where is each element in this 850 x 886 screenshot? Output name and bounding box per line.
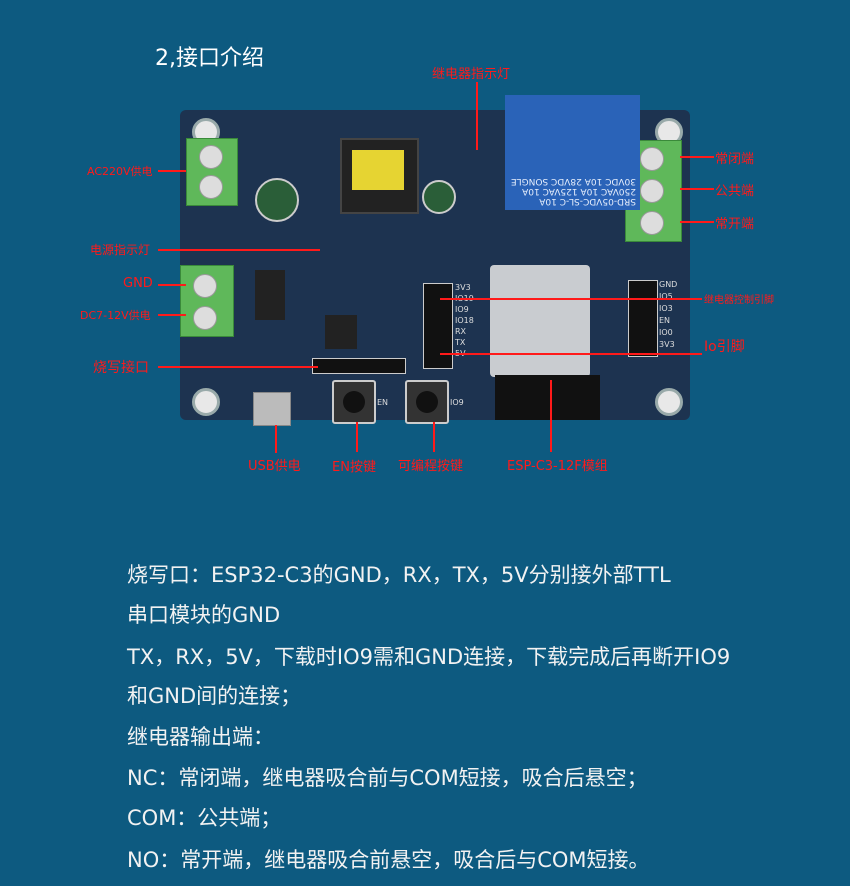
- label-relay-indicator: 继电器指示灯: [432, 67, 511, 82]
- pointer-line: [433, 422, 435, 452]
- pointer-line: [680, 221, 714, 223]
- pointer-line: [275, 425, 277, 453]
- ac-terminal: [186, 138, 238, 206]
- esp-antenna: [495, 375, 600, 420]
- label-dc-power: DC7-12V供电: [80, 309, 151, 322]
- pointer-line: [680, 156, 714, 158]
- pin-label: TX: [455, 338, 466, 347]
- description-line: 烧写口：ESP32-C3的GND，RX，TX，5V分别接外部TTL: [127, 563, 671, 587]
- description-line: COM：公共端；: [127, 806, 282, 830]
- pin-label: EN: [659, 316, 671, 325]
- label-usb-power: USB供电: [248, 459, 301, 474]
- pointer-line: [158, 170, 186, 172]
- description-line: NO：常开端，继电器吸合前悬空，吸合后与COM短接。: [127, 848, 650, 872]
- label-relay-control-pin: 继电器控制引脚: [704, 295, 774, 306]
- mount-hole: [655, 388, 683, 416]
- label-no: 常开端: [715, 217, 755, 232]
- description-line: 和GND间的连接；: [127, 684, 302, 708]
- label-io-pins: Io引脚: [704, 339, 745, 355]
- description-line: NC：常闭端，继电器吸合前与COM短接，吸合后悬空；: [127, 766, 648, 790]
- pointer-line: [550, 380, 552, 452]
- label-prog-button: 可编程按键: [398, 459, 464, 474]
- label-module: ESP-C3-12F模组: [507, 459, 608, 474]
- io9-silk: IO9: [450, 398, 464, 407]
- pointer-line: [158, 284, 186, 286]
- label-power-indicator: 电源指示灯: [90, 243, 151, 257]
- io9-button[interactable]: [405, 380, 449, 424]
- section-title: 2,接口介绍: [155, 46, 264, 71]
- relay: SRD-05VDC-SL-C 10A 250VAC 10A 125VAC 10A…: [505, 95, 640, 210]
- regulator: [255, 270, 285, 320]
- capacitor: [255, 178, 299, 222]
- pin-label: IO5: [659, 292, 673, 301]
- capacitor: [422, 180, 456, 214]
- label-flash-port: 烧写接口: [93, 360, 149, 376]
- relay-text: SRD-05VDC-SL-C 10A 250VAC 10A 125VAC 10A…: [510, 176, 636, 206]
- regulator: [325, 315, 357, 349]
- pointer-line: [440, 298, 702, 300]
- pin-label: RX: [455, 327, 467, 336]
- pin-label: IO9: [455, 305, 469, 314]
- pin-label: 3V3: [659, 340, 675, 349]
- flash-port-pins: [312, 358, 406, 374]
- mount-hole: [192, 388, 220, 416]
- label-gnd: GND: [123, 276, 153, 291]
- io-header-pins: [628, 280, 658, 357]
- description-line: 串口模块的GND: [127, 603, 281, 627]
- pin-label: GND: [659, 280, 678, 289]
- pointer-line: [476, 82, 478, 150]
- description-line: TX，RX，5V，下载时IO9需和GND连接，下载完成后再断开IO9: [127, 645, 731, 669]
- esp-module: [490, 265, 590, 377]
- usb-port: [253, 392, 291, 426]
- pointer-line: [440, 353, 702, 355]
- label-nc: 常闭端: [715, 152, 755, 167]
- pointer-line: [356, 422, 358, 452]
- pointer-line: [158, 314, 186, 316]
- en-button[interactable]: [332, 380, 376, 424]
- transformer: [340, 138, 419, 214]
- en-silk: EN: [377, 398, 389, 407]
- pointer-line: [158, 249, 320, 251]
- dc-terminal: [180, 265, 234, 337]
- label-com: 公共端: [715, 184, 755, 199]
- pin-label: 3V3: [455, 283, 471, 292]
- pointer-line: [158, 366, 318, 368]
- pin-label: IO3: [659, 304, 673, 313]
- label-ac-power: AC220V供电: [87, 165, 153, 178]
- pointer-line: [680, 188, 714, 190]
- flash-header-pins: [423, 283, 453, 369]
- description-line: 继电器输出端：: [127, 725, 274, 749]
- label-en-button: EN按键: [332, 460, 376, 475]
- pin-label: IO18: [455, 316, 474, 325]
- pin-label: IO0: [659, 328, 673, 337]
